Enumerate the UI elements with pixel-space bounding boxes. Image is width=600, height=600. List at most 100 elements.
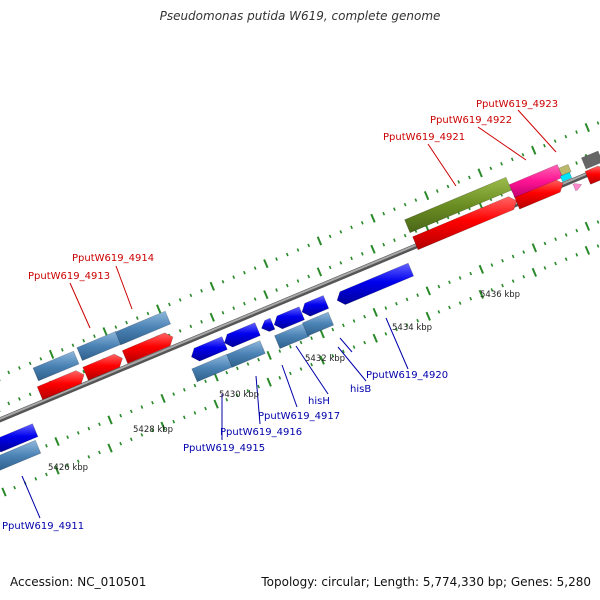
tick-mark [76,431,80,435]
tick-mark [307,243,311,248]
tick-mark [189,293,193,298]
tick-mark [243,270,246,275]
tick-mark [360,221,364,225]
gene-label[interactable]: hisB [350,384,371,395]
gene-label[interactable]: PputW619_4920 [366,370,448,381]
tick-mark [328,265,332,270]
tick-mark [232,306,236,310]
tick-mark [478,264,484,274]
gene-arrow [0,439,42,471]
tick-mark [331,327,335,332]
tick-mark [319,329,325,339]
gene-label[interactable]: hisH [308,396,330,407]
tick-mark [543,241,547,246]
gene-label[interactable]: PputW619_4915 [183,443,265,454]
leader-line [427,143,457,187]
gene-label[interactable]: PputW619_4922 [430,115,512,126]
cds-arrow [224,322,261,348]
tick-mark [372,333,378,343]
tick-mark [263,259,269,269]
tick-mark [522,274,526,279]
gene-label[interactable]: PputW619_4923 [476,99,558,110]
tick-mark [178,329,182,333]
tick-mark [253,266,257,270]
tick-mark [372,307,378,317]
gene-label[interactable]: PputW619_4917 [258,411,340,422]
tick-mark [363,340,366,345]
tick-mark [107,443,113,453]
tick-mark [363,314,366,319]
tick-mark [575,228,579,233]
gene-label[interactable]: PputW619_4916 [220,427,302,438]
tick-mark [221,310,225,315]
cds-arrow [412,196,518,251]
tick-mark [511,279,515,283]
tick-mark [423,191,430,201]
tick-mark [18,366,21,370]
tick-mark [425,311,431,321]
tick-mark [316,267,323,277]
tick-mark [289,345,292,349]
tick-mark [209,312,215,322]
tick-mark [393,207,396,211]
tick-mark [76,459,80,464]
tick-mark [1,487,7,497]
tick-mark [554,261,557,266]
tick-mark [140,433,144,437]
tick-mark [382,211,386,216]
tick-mark [34,477,38,481]
tick-mark [564,257,568,261]
tick-mark [458,301,462,305]
gene-label[interactable]: PputW619_4911 [2,521,84,532]
tick-mark [307,274,311,279]
gene-label[interactable]: PputW619_4921 [383,132,465,143]
leader-line [295,345,329,395]
tick-mark [156,304,162,314]
tick-mark [416,293,420,297]
ruler-label: 5434 kbp [392,323,432,333]
tick-mark [299,367,303,371]
tick-mark [246,362,250,366]
tick-mark [246,389,250,393]
gene-label[interactable]: PputW619_4913 [28,271,110,282]
gene-label[interactable]: PputW619_4914 [72,253,154,264]
tick-mark [204,379,207,384]
tick-mark [501,283,504,288]
leader-line [385,317,409,370]
tick-mark [501,258,504,263]
tick-mark [360,252,364,256]
tick-mark [266,377,272,387]
tick-mark [553,139,557,143]
cds-arrow [584,165,600,185]
tick-mark [554,237,557,241]
tick-mark [151,400,154,405]
tick-mark [82,369,86,374]
tick-mark [119,413,123,418]
tick-mark [596,244,600,248]
tick-mark [285,252,289,257]
ruler-labels: 5426 kbp 5428 kbp 5430 kbp 5432 kbp 5434… [48,290,520,473]
ruler-label: 5426 kbp [48,463,88,473]
tick-mark [370,213,376,223]
tick-mark [221,279,225,284]
tick-mark [243,301,246,306]
gene-arrow [404,176,512,234]
tick-mark [213,399,219,409]
cds-arrow [0,423,39,453]
tick-marks [0,121,600,497]
tick-mark [225,397,229,402]
cds-arrow [82,353,123,381]
tick-mark [178,298,182,302]
cds-arrow [261,317,276,332]
tick-mark [275,288,278,292]
tick-mark [18,397,21,401]
tick-mark [200,289,203,293]
tick-mark [490,288,494,292]
tick-mark [416,318,420,323]
tick-mark [584,221,591,231]
tick-mark [543,266,547,270]
tick-mark [575,161,578,165]
gene-arrow [558,164,572,176]
tick-mark [160,421,166,431]
tick-mark [531,243,538,253]
